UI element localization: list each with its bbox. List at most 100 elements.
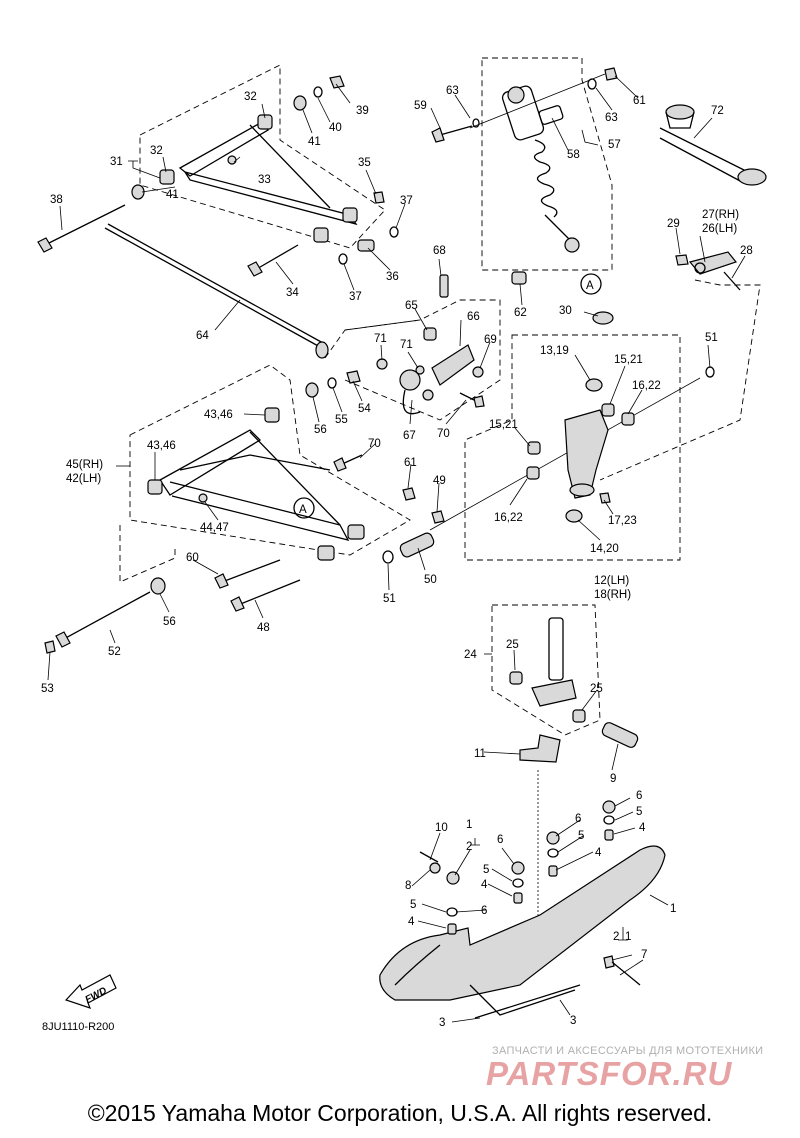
callout-40: 40 xyxy=(329,122,342,134)
callout-61b: 61 xyxy=(404,457,417,469)
callout-5d: 5 xyxy=(636,806,642,818)
callout-15-21b: 15,21 xyxy=(489,419,518,431)
callout-58: 58 xyxy=(567,149,580,161)
callout-2a: 2 xyxy=(466,841,472,853)
callout-70a: 70 xyxy=(368,438,381,450)
callout-60: 60 xyxy=(186,552,199,564)
spindle-group xyxy=(464,311,715,561)
callout-labels: 1 1 1 2 2 3 3 4 4 4 4 5 5 5 5 6 6 6 6 7 … xyxy=(41,85,753,1029)
callout-68: 68 xyxy=(433,245,446,257)
callout-25b: 25 xyxy=(590,683,603,695)
callout-29: 29 xyxy=(667,218,680,230)
upper-a-arm-group xyxy=(37,64,421,359)
callout-4c: 4 xyxy=(595,847,602,859)
callout-70b: 70 xyxy=(437,428,450,440)
callout-57: 57 xyxy=(608,139,621,151)
marker-a-top: A xyxy=(586,280,594,292)
callout-6a: 6 xyxy=(481,905,487,917)
callout-36: 36 xyxy=(386,271,399,283)
watermark-logo: PARTSFOR.RU xyxy=(486,1055,733,1092)
callout-32b: 32 xyxy=(150,145,163,157)
callout-4d: 4 xyxy=(639,822,646,834)
callout-32a: 32 xyxy=(244,91,257,103)
callout-51a: 51 xyxy=(383,593,396,605)
marker-a-bottom: A xyxy=(299,504,307,516)
callout-30: 30 xyxy=(559,305,572,317)
ski-column-group xyxy=(491,604,639,920)
callout-16-22a: 16,22 xyxy=(632,380,661,392)
callout-49: 49 xyxy=(433,475,446,487)
callout-4b: 4 xyxy=(481,879,488,891)
lower-a-arm-group xyxy=(44,364,701,654)
callout-3a: 3 xyxy=(439,1017,445,1029)
callout-3b: 3 xyxy=(570,1015,576,1027)
callout-37b: 37 xyxy=(349,291,362,303)
callout-35: 35 xyxy=(358,157,371,169)
callout-54: 54 xyxy=(358,403,371,415)
callout-1b: 1 xyxy=(670,903,676,915)
callout-1c: 1 xyxy=(625,931,631,943)
callout-16-22b: 16,22 xyxy=(494,512,523,524)
callout-34: 34 xyxy=(286,287,299,299)
callout-12lh: 12(LH) xyxy=(594,575,629,587)
callout-10: 10 xyxy=(435,822,448,834)
callout-24: 24 xyxy=(464,649,477,661)
callout-53: 53 xyxy=(41,683,54,695)
callout-11: 11 xyxy=(474,748,486,760)
callout-14-20: 14,20 xyxy=(590,543,619,555)
callout-5a: 5 xyxy=(410,899,416,911)
callout-33: 33 xyxy=(258,174,271,186)
callout-64: 64 xyxy=(196,330,209,342)
callout-56b: 56 xyxy=(163,616,176,628)
callout-6d: 6 xyxy=(636,790,642,802)
callout-31: 31 xyxy=(110,156,123,168)
callout-26lh: 26(LH) xyxy=(702,223,737,235)
callout-66: 66 xyxy=(467,311,480,323)
callout-50: 50 xyxy=(424,574,437,586)
callout-17-23: 17,23 xyxy=(608,515,637,527)
callout-72: 72 xyxy=(711,105,724,117)
callout-27rh: 27(RH) xyxy=(702,209,739,221)
callout-2b: 2 xyxy=(613,931,619,943)
callout-51b: 51 xyxy=(705,332,718,344)
ski-group xyxy=(379,800,666,1019)
callout-18rh: 18(RH) xyxy=(594,589,631,601)
callout-63a: 63 xyxy=(446,85,459,97)
callout-59: 59 xyxy=(414,100,427,112)
callout-9: 9 xyxy=(610,773,616,785)
shock-absorber-group xyxy=(431,57,618,285)
callout-43-46a: 43,46 xyxy=(204,409,233,421)
fwd-arrow-icon: FWD xyxy=(64,974,117,1009)
steering-arm-group xyxy=(599,104,767,481)
callout-37a: 37 xyxy=(400,195,413,207)
callout-56a: 56 xyxy=(314,424,327,436)
callout-5c: 5 xyxy=(578,830,584,842)
callout-71a: 71 xyxy=(374,333,387,345)
callout-45rh: 45(RH) xyxy=(66,459,103,471)
callout-71b: 71 xyxy=(400,339,413,351)
callout-67: 67 xyxy=(403,430,416,442)
watermark-subtitle: ЗАПЧАСТИ И АКСЕССУАРЫ ДЛЯ МОТОТЕХНИКИ xyxy=(492,1045,764,1057)
callout-7: 7 xyxy=(641,949,647,961)
callout-43-46b: 43,46 xyxy=(147,440,176,452)
callout-62: 62 xyxy=(514,307,527,319)
callout-55: 55 xyxy=(335,414,348,426)
callout-39: 39 xyxy=(356,105,369,117)
callout-8: 8 xyxy=(405,880,411,892)
callout-42lh: 42(LH) xyxy=(66,473,101,485)
callout-61a: 61 xyxy=(633,95,646,107)
callout-4a: 4 xyxy=(408,916,415,928)
callout-63b: 63 xyxy=(605,112,618,124)
bracket-group xyxy=(344,274,501,421)
callout-52: 52 xyxy=(108,646,121,658)
copyright-notice: ©2015 Yamaha Motor Corporation, U.S.A. A… xyxy=(87,1100,713,1126)
callout-48: 48 xyxy=(257,622,270,634)
callout-44-47: 44,47 xyxy=(200,522,229,534)
callout-41b: 41 xyxy=(166,189,179,201)
callout-38: 38 xyxy=(50,194,63,206)
callout-13-19: 13,19 xyxy=(540,345,569,357)
callout-5b: 5 xyxy=(483,864,489,876)
callout-28: 28 xyxy=(740,245,753,257)
callout-69: 69 xyxy=(484,334,497,346)
